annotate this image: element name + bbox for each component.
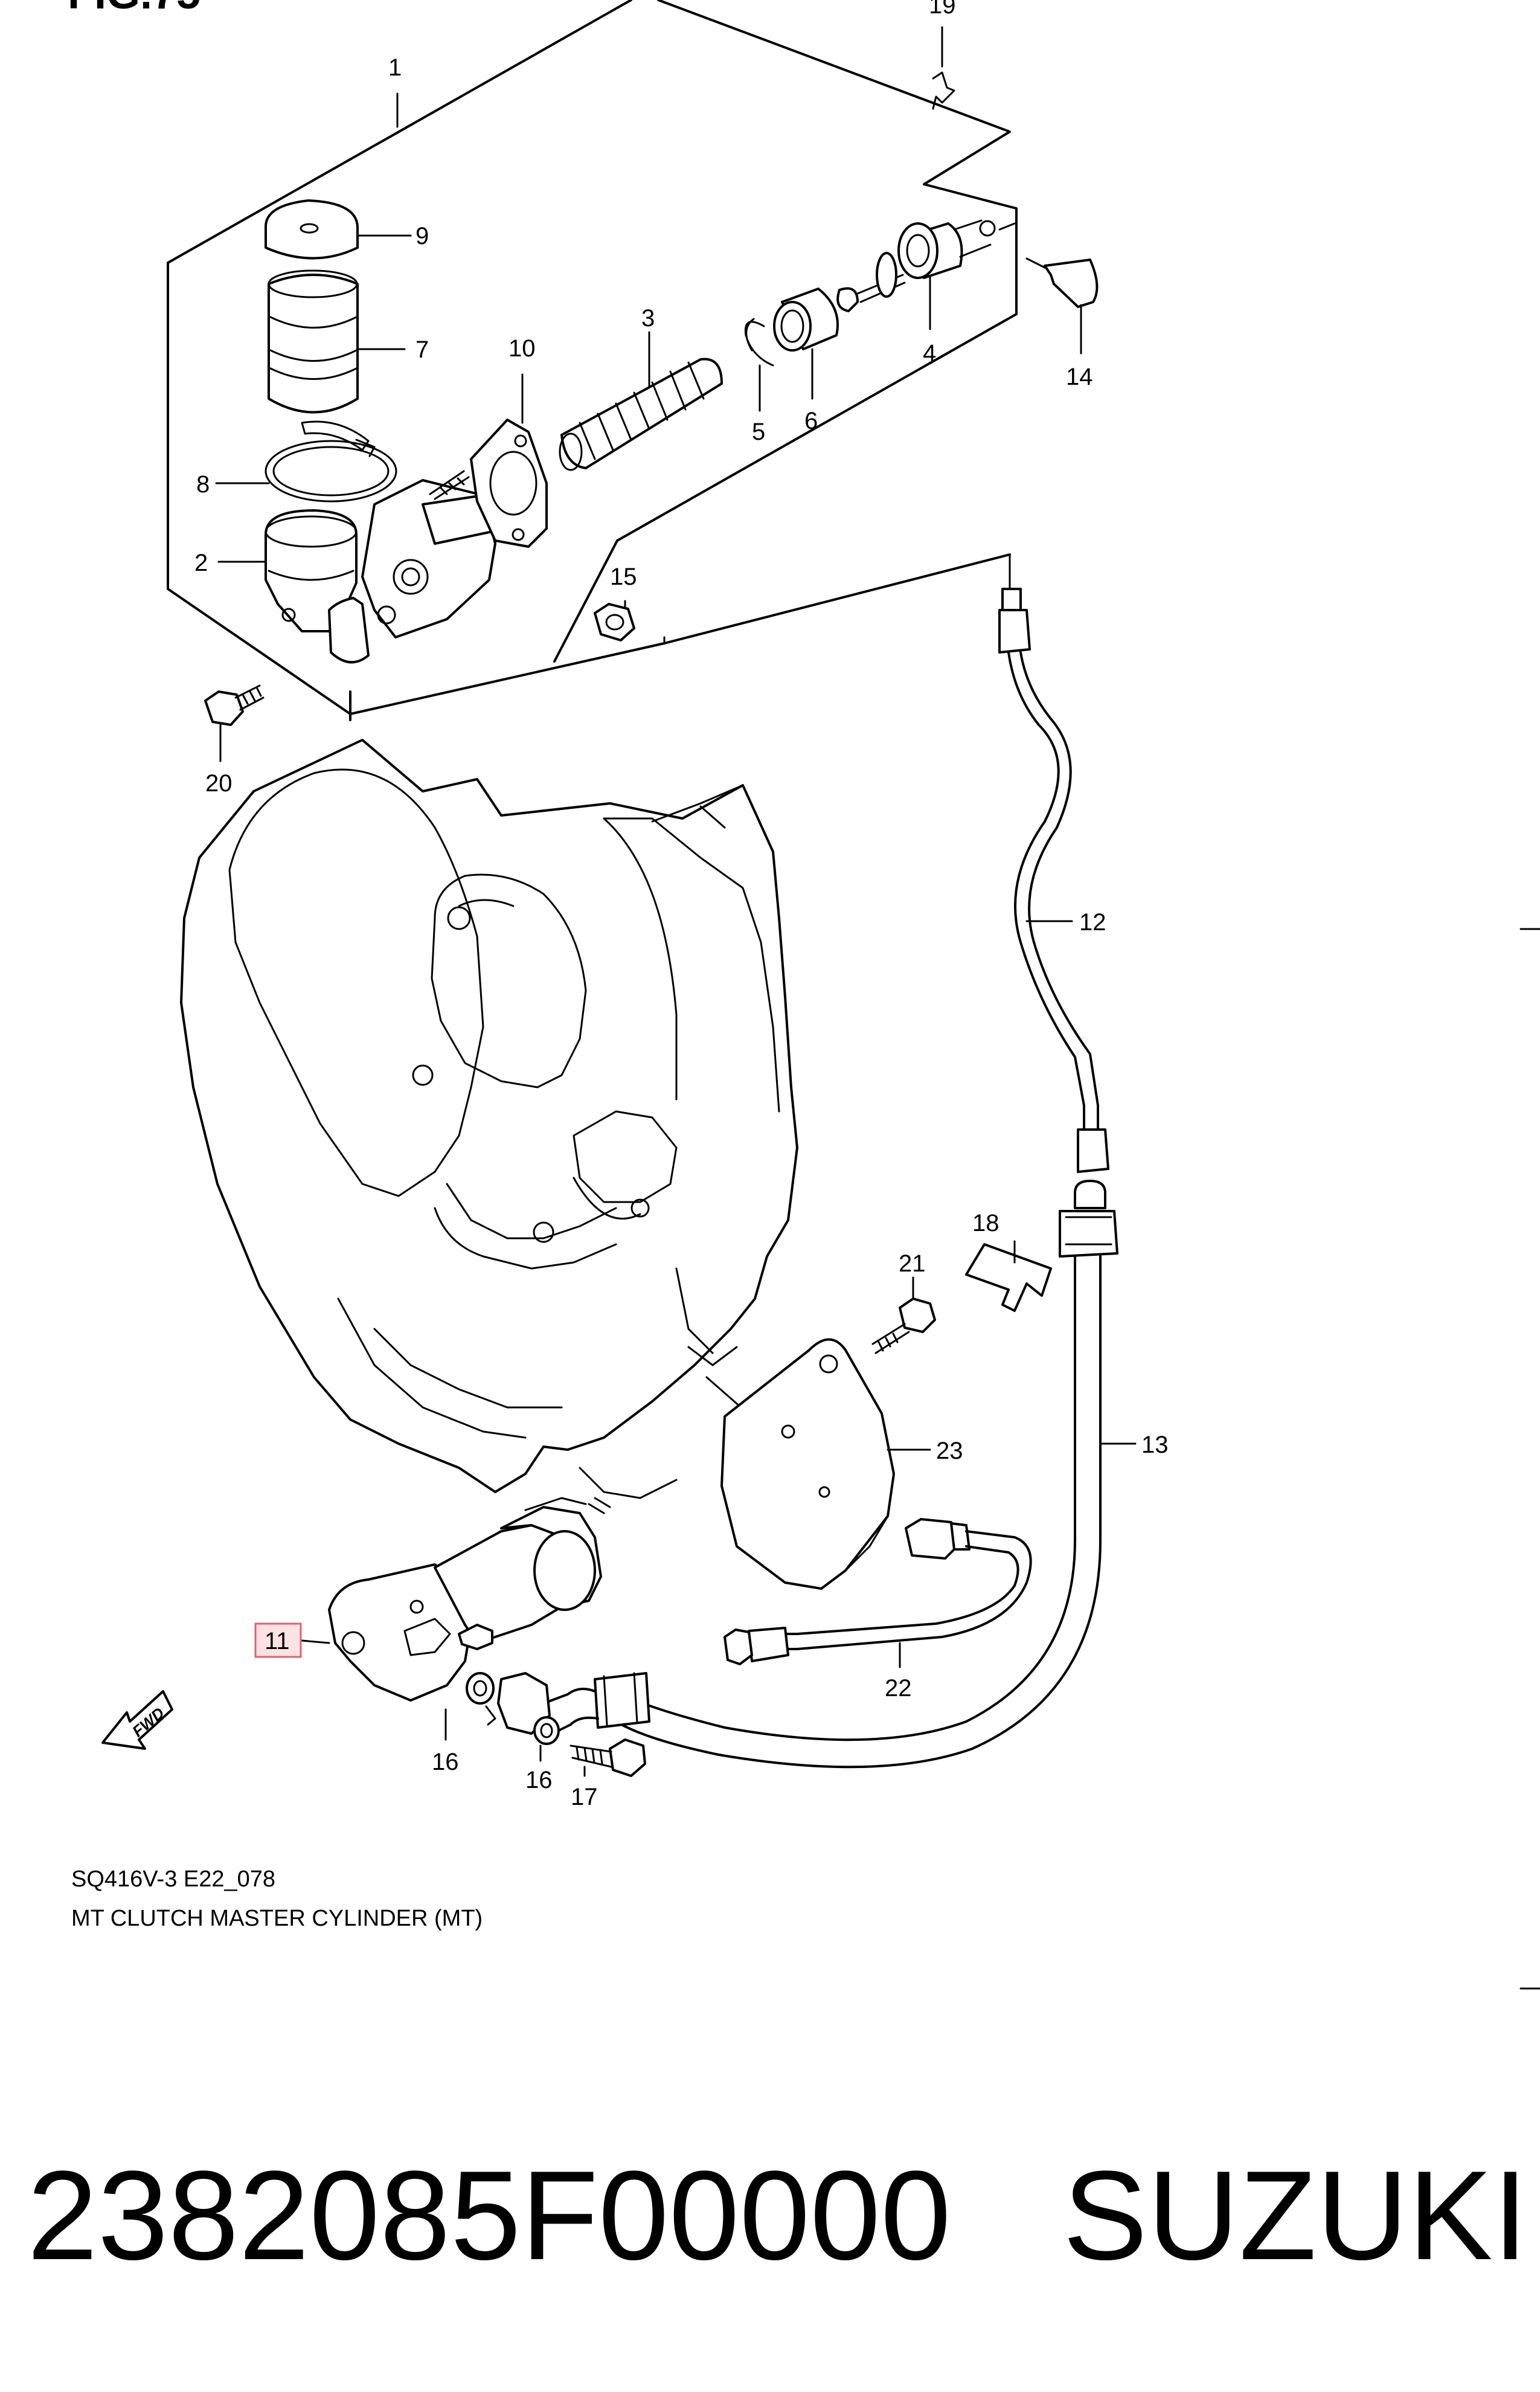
brand-name: SUZUKI [1063,2144,1528,2286]
callout-18: 18 [972,1210,999,1236]
callouts: 1 19 9 7 8 2 10 3 5 6 4 14 15 20 12 18 2… [194,0,1169,1810]
gasket [470,419,548,548]
callout-22: 22 [885,1675,912,1702]
callout-12: 12 [1079,909,1106,936]
transmission-housing [180,739,798,1499]
callout-17: 17 [571,1784,598,1810]
callout-3: 3 [641,305,655,332]
callout-20: 20 [205,770,233,797]
figure-title: FIG.75 [68,0,201,18]
snap-ring [744,318,774,367]
callout-19: 19 [929,0,956,19]
callout-16a: 16 [432,1749,459,1775]
highlight-box [254,1622,302,1658]
diagram-code: SQ416V-3 E22_078 [71,1866,275,1892]
leader-lines [215,26,1137,1777]
callout-13: 13 [1141,1432,1169,1458]
callout-7: 7 [415,336,429,363]
callout-23: 23 [936,1438,963,1464]
bolt-20 [204,684,265,726]
release-cylinder [328,1497,611,1702]
callout-5: 5 [752,419,765,445]
washers-and-union-bolt [466,1672,646,1777]
bracket [720,1338,895,1590]
callout-21: 21 [899,1250,926,1277]
part-number: 2382085F00000 [27,2144,951,2286]
callout-2: 2 [194,550,208,576]
reservoir [268,269,359,414]
push-rod-boot [559,358,723,471]
reservoir-cap [265,199,359,260]
clevis-rod [836,219,1016,312]
lower-pipe [723,1518,1032,1665]
callout-8: 8 [196,471,210,498]
assembly-frame [167,0,1018,721]
flexible-hose [542,1180,1118,1769]
bolt-21 [871,1297,936,1354]
callout-15: 15 [610,564,637,590]
callout-16b: 16 [525,1767,553,1793]
hose-clip [965,1243,1052,1312]
bushing [773,288,839,352]
upper-pipe [998,555,1109,1173]
highlighted-part-callout[interactable]: 11 [254,1622,302,1658]
nut [594,603,635,641]
diagram-name: MT CLUTCH MASTER CYLINDER (MT) [71,1906,483,1931]
callout-9: 9 [415,223,429,249]
callout-1: 1 [388,54,402,81]
hose-clamp [265,420,397,503]
callout-14: 14 [1066,364,1093,390]
clevis-clip [932,71,955,110]
callout-11: 11 [265,1628,290,1654]
callout-10: 10 [509,335,536,362]
master-cylinder-body [328,470,496,664]
clevis-pin [1044,259,1099,308]
callout-4: 4 [923,340,936,367]
callout-6: 6 [804,408,818,434]
fwd-arrow: FWD [101,1690,173,1750]
